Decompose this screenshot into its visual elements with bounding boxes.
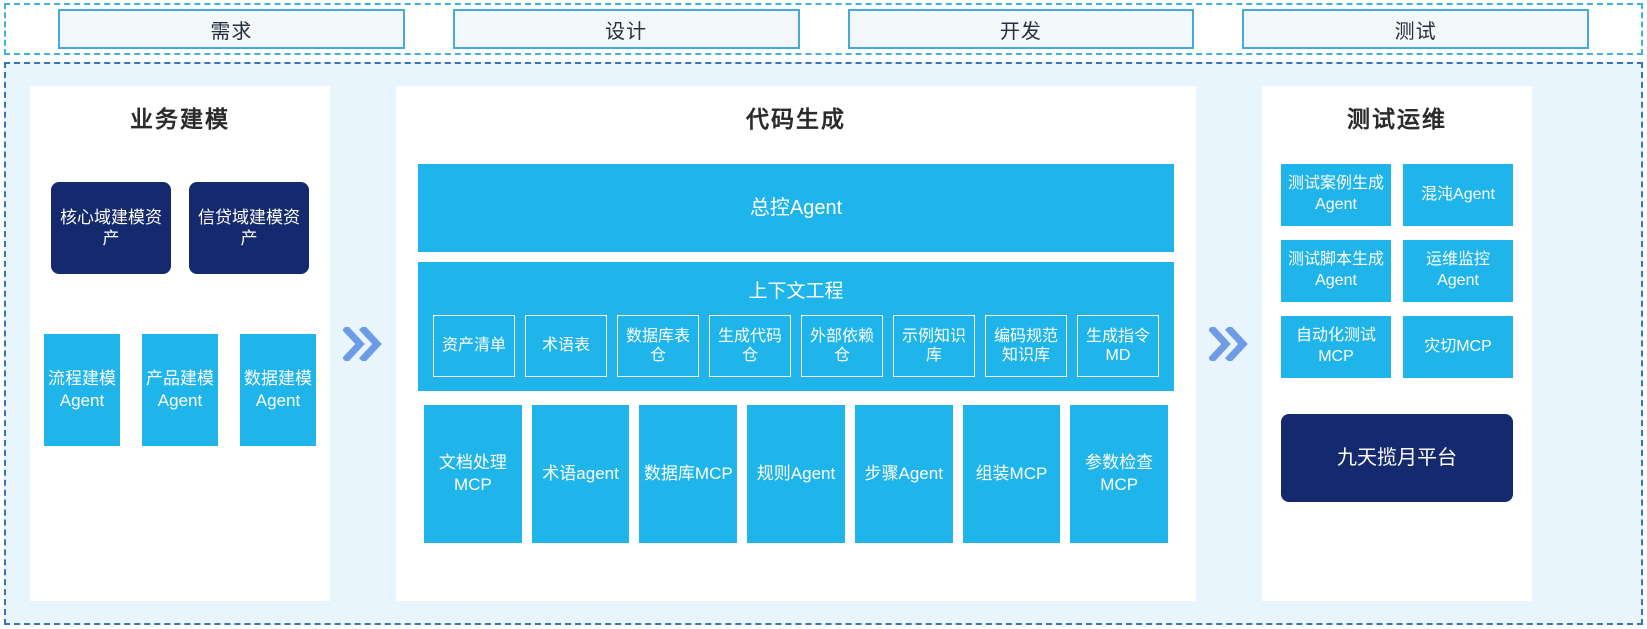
- tool-card-label: 文档处理MCP: [438, 452, 507, 494]
- card-test-case-generation-agent[interactable]: 测试案例生成Agent: [1281, 164, 1391, 226]
- agent-card-data-modeling[interactable]: 数据建模Agent: [240, 334, 316, 446]
- tool-card-label: 参数检查MCP: [1085, 452, 1154, 494]
- card-label: 测试案例生成Agent: [1287, 175, 1384, 213]
- master-agent-banner[interactable]: 总控Agent: [418, 164, 1174, 252]
- context-item-label: 资产清单: [441, 337, 506, 355]
- tool-card-parameter-check-mcp[interactable]: 参数检查MCP: [1070, 405, 1169, 543]
- page-title-business-modeling: 业务建模: [130, 106, 230, 132]
- asset-card-core-domain[interactable]: 核心域建模资产: [51, 182, 171, 274]
- business-assets-group: 核心域建模资产 信贷域建模资产: [51, 182, 309, 274]
- phase-box-development[interactable]: 开发: [847, 9, 1195, 49]
- phase-label: 测试: [1394, 20, 1437, 43]
- card-label: 运维监控Agent: [1425, 251, 1490, 289]
- business-modeling-panel: 业务建模 核心域建模资产 信贷域建模资产 流程建模Agent 产品建模Agent: [30, 86, 330, 601]
- asset-card-label: 信贷域建模资产: [198, 207, 300, 248]
- context-item-coding-standard-knowledge-base[interactable]: 编码规范知识库: [985, 315, 1067, 377]
- card-test-script-generation-agent[interactable]: 测试脚本生成Agent: [1281, 240, 1391, 302]
- card-label: 混沌Agent: [1421, 185, 1495, 203]
- code-generation-body: 总控Agent 上下文工程 资产清单 术语表 数据库表仓: [396, 140, 1196, 543]
- master-agent-label: 总控Agent: [749, 197, 843, 219]
- tool-card-step-agent[interactable]: 步骤Agent: [854, 405, 953, 543]
- phase-label: 设计: [605, 20, 648, 43]
- context-item-label: 术语表: [541, 337, 590, 355]
- tool-card-label: 数据库MCP: [643, 463, 733, 483]
- platform-card-jiutian-lanyue[interactable]: 九天揽月平台: [1281, 414, 1513, 502]
- tool-card-document-processing-mcp[interactable]: 文档处理MCP: [424, 405, 522, 543]
- phase-strip: 需求 设计 开发 测试: [4, 3, 1643, 55]
- phase-box-design[interactable]: 设计: [452, 9, 800, 49]
- agent-card-label: 流程建模Agent: [48, 368, 116, 410]
- agent-card-product-modeling[interactable]: 产品建模Agent: [142, 334, 218, 446]
- test-operations-panel: 测试运维 测试案例生成Agent 混沌Agent 测试脚本生成Agent 运维监…: [1262, 86, 1532, 601]
- card-ops-monitoring-agent[interactable]: 运维监控Agent: [1403, 240, 1513, 302]
- main-container: 业务建模 核心域建模资产 信贷域建模资产 流程建模Agent 产品建模Agent: [4, 62, 1643, 625]
- context-item-generation-instruction-md[interactable]: 生成指令MD: [1077, 315, 1159, 377]
- agent-card-label: 数据建模Agent: [244, 368, 312, 410]
- asset-card-credit-domain[interactable]: 信贷域建模资产: [189, 182, 309, 274]
- page-title-test-operations: 测试运维: [1347, 106, 1447, 132]
- right-column: 测试运维 测试案例生成Agent 混沌Agent 测试脚本生成Agent 运维监…: [1262, 86, 1532, 601]
- context-item-label: 编码规范知识库: [993, 327, 1058, 364]
- context-items-row: 资产清单 术语表 数据库表仓 生成代码仓: [418, 315, 1174, 377]
- context-item-label: 示例知识库: [901, 327, 966, 364]
- agent-card-label: 产品建模Agent: [146, 368, 214, 410]
- agent-card-process-modeling[interactable]: 流程建模Agent: [44, 334, 120, 446]
- card-label: 灾切MCP: [1424, 337, 1492, 355]
- context-item-example-knowledge-base[interactable]: 示例知识库: [893, 315, 975, 377]
- tool-card-label: 步骤Agent: [864, 463, 943, 483]
- tool-card-label: 组装MCP: [975, 463, 1048, 483]
- card-chaos-agent[interactable]: 混沌Agent: [1403, 164, 1513, 226]
- tool-card-label: 规则Agent: [756, 463, 836, 483]
- context-item-db-table-repo[interactable]: 数据库表仓: [617, 315, 699, 377]
- context-engineering-block: 上下文工程 资产清单 术语表 数据库表仓: [418, 262, 1174, 391]
- page-title-code-generation: 代码生成: [746, 106, 846, 132]
- middle-column: 代码生成 总控Agent 上下文工程 资产清单 术语表: [396, 86, 1196, 601]
- left-column: 业务建模 核心域建模资产 信贷域建模资产 流程建模Agent 产品建模Agent: [30, 86, 330, 601]
- context-item-glossary[interactable]: 术语表: [525, 315, 607, 377]
- context-engineering-title: 上下文工程: [748, 281, 844, 302]
- context-item-external-dependency-repo[interactable]: 外部依赖仓: [801, 315, 883, 377]
- card-automated-test-mcp[interactable]: 自动化测试MCP: [1281, 316, 1391, 378]
- context-item-generated-code-repo[interactable]: 生成代码仓: [709, 315, 791, 377]
- phase-label: 需求: [210, 20, 253, 43]
- card-disaster-switch-mcp[interactable]: 灾切MCP: [1403, 316, 1513, 378]
- tool-card-glossary-agent[interactable]: 术语agent: [531, 405, 630, 543]
- phase-label: 开发: [999, 20, 1042, 43]
- tool-cards-row: 文档处理MCP 术语agent 数据库MCP 规则Agent 步骤Agent: [418, 405, 1174, 543]
- phase-box-requirements[interactable]: 需求: [58, 9, 405, 49]
- context-item-label: 外部依赖仓: [809, 327, 874, 364]
- card-label: 测试脚本生成Agent: [1287, 251, 1384, 289]
- tool-card-label: 术语agent: [542, 463, 619, 483]
- test-operations-grid: 测试案例生成Agent 混沌Agent 测试脚本生成Agent 运维监控Agen…: [1281, 164, 1513, 378]
- double-chevron-right-icon-right: [1196, 64, 1262, 623]
- tool-card-assembly-mcp[interactable]: 组装MCP: [962, 405, 1061, 543]
- context-item-label: 生成代码仓: [717, 327, 782, 364]
- context-item-asset-list[interactable]: 资产清单: [433, 315, 515, 377]
- double-chevron-right-icon-left: [330, 64, 396, 623]
- business-agents-group: 流程建模Agent 产品建模Agent 数据建模Agent: [44, 334, 316, 446]
- phase-box-testing[interactable]: 测试: [1242, 9, 1589, 49]
- asset-card-label: 核心域建模资产: [60, 207, 162, 248]
- context-item-label: 生成指令MD: [1085, 327, 1150, 364]
- tool-card-rule-agent[interactable]: 规则Agent: [747, 405, 845, 543]
- card-label: 自动化测试MCP: [1295, 327, 1376, 365]
- platform-card-label: 九天揽月平台: [1337, 446, 1457, 469]
- code-generation-panel: 代码生成 总控Agent 上下文工程 资产清单 术语表: [396, 86, 1196, 601]
- context-item-label: 数据库表仓: [625, 327, 690, 364]
- tool-card-database-mcp[interactable]: 数据库MCP: [639, 405, 738, 543]
